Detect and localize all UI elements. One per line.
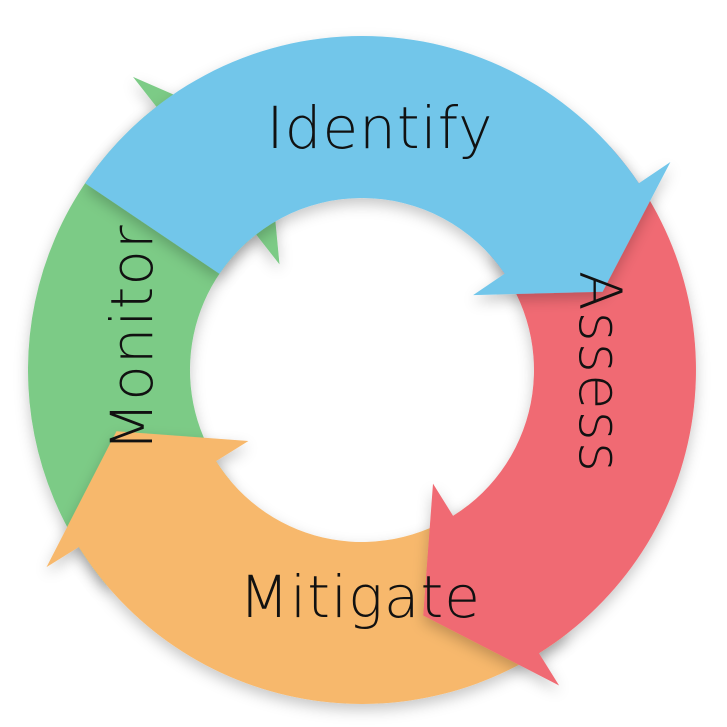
- assess-label: Assess: [566, 271, 634, 473]
- assess-arrow: [423, 146, 696, 686]
- monitor-label: Monitor: [98, 224, 166, 451]
- mitigate-label: Mitigate: [239, 563, 481, 631]
- identify-arrow: [85, 35, 671, 296]
- identify-label: Identify: [267, 94, 494, 162]
- mitigate-arrow: [46, 431, 568, 704]
